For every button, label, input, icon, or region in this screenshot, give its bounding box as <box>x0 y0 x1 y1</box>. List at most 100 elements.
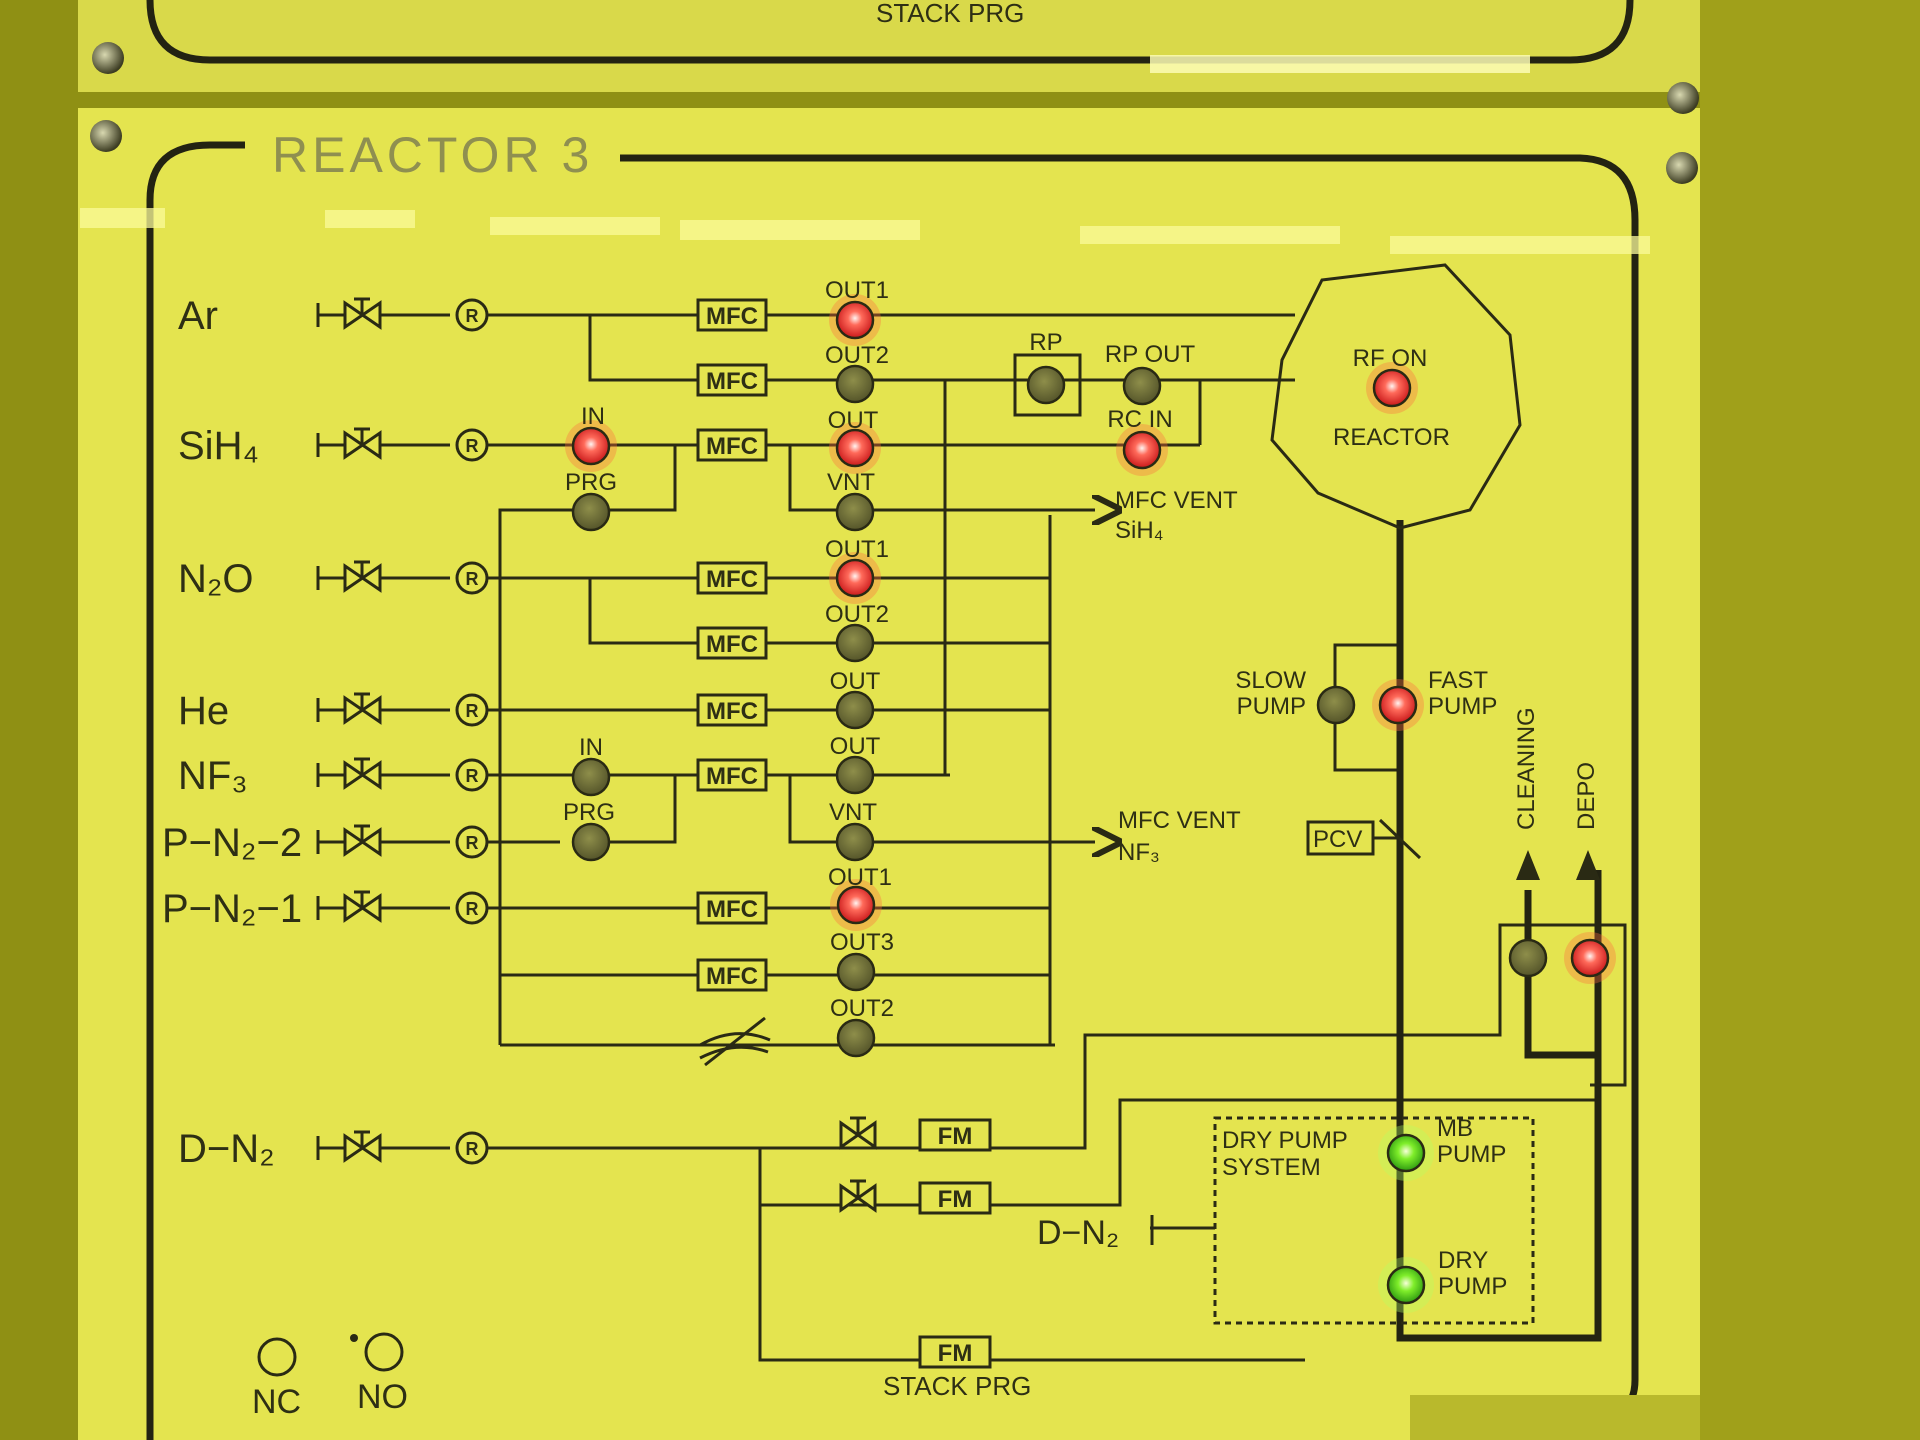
led-icon <box>1378 685 1418 725</box>
pcv-valve: PCV <box>1306 818 1422 860</box>
flow-meters: FM FM FM <box>918 1118 992 1369</box>
svg-text:FM: FM <box>938 1340 973 1367</box>
led-icon <box>1316 685 1356 725</box>
indicator-label: OUT2 <box>825 601 889 628</box>
svg-text:R: R <box>466 766 479 786</box>
led-icon <box>1026 365 1066 405</box>
legend-nc: NC <box>252 1383 301 1421</box>
gas-label-pn22: P−N₂−2 <box>162 821 302 865</box>
led-icon <box>571 492 611 532</box>
dn2-side-label: D−N₂ <box>1037 1214 1154 1252</box>
indicator-pn2-out3: OUT3 <box>830 929 894 992</box>
green-led-icon <box>1386 1265 1426 1305</box>
svg-text:REACTOR 3: REACTOR 3 <box>272 127 593 183</box>
svg-text:SYSTEM: SYSTEM <box>1222 1154 1321 1181</box>
svg-text:R: R <box>466 569 479 589</box>
led-icon <box>836 952 876 992</box>
valve-icon <box>343 893 382 923</box>
svg-text:R: R <box>466 436 479 456</box>
gas-line-pn21: P−N₂−1 R <box>162 887 500 931</box>
dry-pump-system: DRY PUMP SYSTEM <box>1213 1116 1535 1325</box>
led-icon <box>835 822 875 862</box>
gas-line-n2o: N₂O R <box>178 557 500 601</box>
led-icon <box>571 757 611 797</box>
no-symbol-icon <box>364 1332 404 1372</box>
indicator-label: IN <box>581 403 605 430</box>
indicator-label: OUT2 <box>825 342 889 369</box>
indicator-he-out: OUT <box>830 668 881 730</box>
indicator-ar-out2: OUT2 <box>825 342 889 404</box>
svg-text:R: R <box>466 701 479 721</box>
indicator-ar-out1: OUT1 <box>825 277 889 346</box>
svg-text:R: R <box>466 833 479 853</box>
indicator-pn2-out1: OUT1 <box>828 864 892 931</box>
indicator-label: OUT1 <box>828 864 892 891</box>
svg-text:R: R <box>466 899 479 919</box>
indicator-label: DEPO <box>1573 762 1600 830</box>
mfc-box: MFC <box>696 626 768 660</box>
needle-valve <box>699 1016 771 1067</box>
svg-text:MFC: MFC <box>706 896 758 923</box>
valve-icon <box>343 300 382 330</box>
led-icon <box>1122 366 1162 406</box>
valve-icon <box>343 1133 382 1163</box>
gas-label-n2o: N₂O <box>178 557 254 601</box>
led-icon <box>835 755 875 795</box>
indicator-label: RC IN <box>1107 406 1172 433</box>
gas-label-dn2: D−N₂ <box>178 1127 275 1171</box>
indicator-cleaning: CLEANING <box>1508 707 1548 978</box>
mfc-vent-nf3-label: MFC VENT NF₃ <box>1118 807 1241 866</box>
mfc-box: MFC <box>696 891 768 925</box>
indicator-label: CLEANING <box>1513 707 1540 830</box>
led-icon <box>836 885 876 925</box>
valve-icon <box>343 430 382 460</box>
svg-text:MFC: MFC <box>706 368 758 395</box>
mfc-box: MFC <box>696 298 768 332</box>
indicator-label: IN <box>579 734 603 761</box>
flow-meter-box: FM <box>918 1181 992 1215</box>
flow-meter-box: FM <box>918 1335 992 1369</box>
indicator-rc-in: RC IN <box>1107 406 1173 476</box>
svg-text:MFC: MFC <box>706 433 758 460</box>
led-icon <box>1372 368 1412 408</box>
indicator-label: PRG <box>563 799 615 826</box>
indicator-sih4-in: IN <box>565 403 617 472</box>
led-icon <box>835 690 875 730</box>
indicator-label: VNT <box>829 799 877 826</box>
svg-text:PCV: PCV <box>1313 826 1362 853</box>
led-icon <box>835 492 875 532</box>
top-stack-prg-label: STACK PRG <box>876 0 1024 28</box>
svg-text:NF₃: NF₃ <box>1118 839 1160 866</box>
nc-symbol-icon <box>257 1337 297 1377</box>
valve-icon <box>343 695 382 725</box>
svg-text:FM: FM <box>938 1123 973 1150</box>
led-icon <box>835 364 875 404</box>
indicator-nf3-in: IN <box>571 734 611 797</box>
valve-icon <box>343 827 382 857</box>
indicator-depo: DEPO <box>1564 762 1616 984</box>
indicator-pn2-out2: OUT2 <box>830 995 894 1058</box>
indicator-label: RF ON <box>1353 345 1428 372</box>
indicator-nf3-out: OUT <box>830 733 881 795</box>
indicator-sih4-out: OUT <box>828 407 881 474</box>
indicator-label: OUT <box>828 407 879 434</box>
gas-label-pn21: P−N₂−1 <box>162 887 302 931</box>
indicator-nf3-vnt: VNT <box>829 799 877 862</box>
svg-text:MFC: MFC <box>706 303 758 330</box>
flow-meter-box: FM <box>918 1118 992 1152</box>
indicator-nf3-prg: PRG <box>563 799 615 862</box>
indicator-rf-on: RF ON <box>1353 345 1428 414</box>
indicator-label: OUT3 <box>830 929 894 956</box>
svg-text:DRY PUMP: DRY PUMP <box>1222 1127 1348 1154</box>
led-icon <box>571 822 611 862</box>
